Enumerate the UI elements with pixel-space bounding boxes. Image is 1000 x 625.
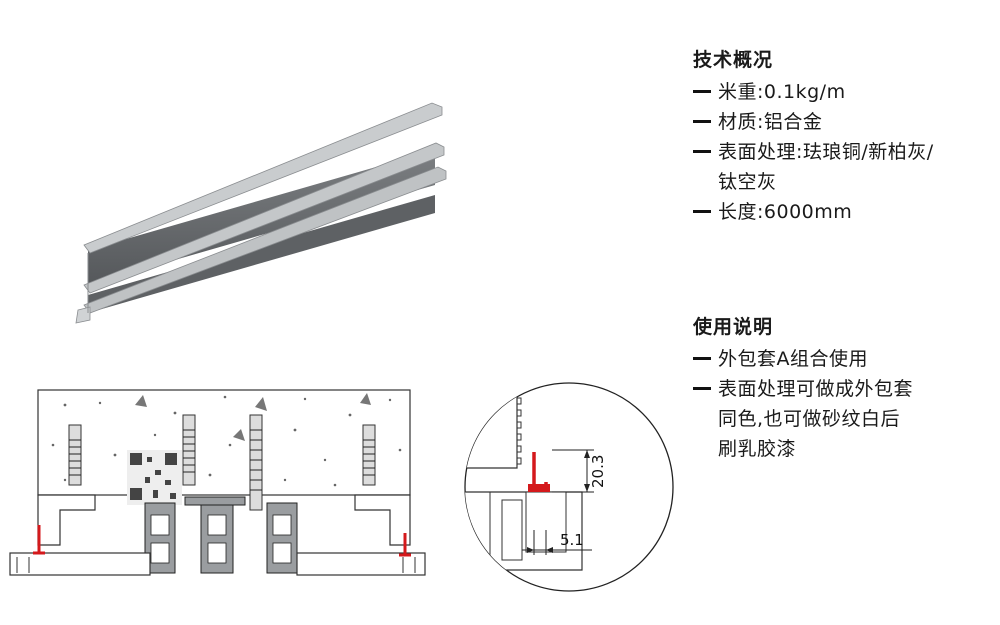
usage-item-finish-line3: 刷乳胶漆 xyxy=(718,438,797,460)
dash-icon xyxy=(693,90,711,93)
usage-item-finish: 表面处理可做成外包套 xyxy=(693,374,993,404)
usage-item-finish-line2: 同色,也可做砂纹白后 xyxy=(718,408,901,430)
base-rail-right xyxy=(296,552,426,576)
dash-icon xyxy=(693,150,711,153)
detail-callout: 20.3 5.1 xyxy=(464,382,674,592)
dimension-width-label: 5.1 xyxy=(560,531,584,549)
spec-item-finish: 表面处理:珐琅铜/新柏灰/ xyxy=(693,137,993,167)
usage-heading: 使用说明 xyxy=(693,316,774,338)
dash-icon xyxy=(693,387,711,390)
specs-heading: 技术概况 xyxy=(693,49,774,71)
qr-code-pattern xyxy=(127,450,182,505)
spec-item-material: 材质:铝合金 xyxy=(693,107,993,137)
profile-face-lower xyxy=(88,195,435,313)
wall-block xyxy=(37,389,411,496)
installation-section-drawing xyxy=(9,389,426,576)
dash-icon xyxy=(693,120,711,123)
spec-item-weight: 米重:0.1kg/m xyxy=(693,77,993,107)
highlight-profile-right xyxy=(399,533,411,557)
mounting-frame xyxy=(37,494,96,546)
specs-section: 技术概况 米重:0.1kg/m 材质:铝合金 表面处理:珐琅铜/新柏灰/ 钛空灰… xyxy=(693,45,993,227)
highlight-profile-left xyxy=(33,525,45,555)
profile-top-lip xyxy=(83,102,443,254)
dimension-height-label: 20.3 xyxy=(589,455,607,488)
profile-foot xyxy=(75,306,91,324)
spec-item-finish-continued: 钛空灰 xyxy=(718,171,777,193)
dash-icon xyxy=(693,357,711,360)
spec-item-length: 长度:6000mm xyxy=(693,197,993,227)
profile-render xyxy=(75,102,447,324)
dash-icon xyxy=(693,210,711,213)
profile-middle-rib xyxy=(83,142,445,294)
base-rail-left xyxy=(9,552,151,576)
usage-section: 使用说明 外包套A组合使用 表面处理可做成外包套 同色,也可做砂纹白后 刷乳胶漆 xyxy=(693,312,993,464)
usage-item-combination: 外包套A组合使用 xyxy=(693,344,993,374)
